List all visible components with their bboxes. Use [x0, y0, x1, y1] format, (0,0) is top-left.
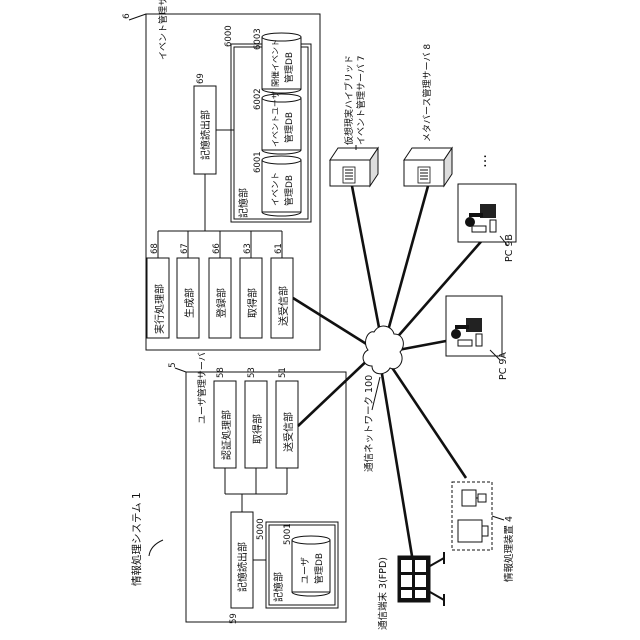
svg-text:実行処理部: 実行処理部	[153, 284, 166, 334]
fpd-terminal-label: 通信端末 3(FPD)	[377, 557, 389, 630]
svg-text:認証処理部: 認証処理部	[220, 410, 233, 460]
user-db-line1: ユーザ	[300, 557, 311, 584]
more-servers-ellipsis: …	[474, 154, 490, 168]
network-cloud-icon	[363, 326, 403, 374]
svg-text:登録部: 登録部	[215, 288, 228, 318]
user-storage-reader-ref: 59	[229, 613, 239, 624]
user-unit-acquisition: 取得部 53	[245, 367, 267, 468]
user-db-line2: 管理DB	[313, 553, 325, 584]
event-user-db-line1: イベントユーザ	[271, 91, 280, 147]
user-unit-authentication: 認証処理部 58	[214, 367, 236, 468]
link-hybrid-server	[352, 186, 381, 338]
user-storage-ref: 5000	[256, 518, 266, 540]
event-unit-registration-ref: 66	[212, 243, 222, 254]
user-server-title: ユーザ管理サーバ	[196, 352, 208, 424]
user-unit-authentication-ref: 58	[216, 367, 226, 378]
system-pointer	[149, 540, 163, 556]
user-db-ref: 5001	[283, 523, 293, 545]
info-processing-device-label: 情報処理装置 4	[503, 516, 515, 582]
metaverse-server-label: メタバース管理サーバ 8	[421, 44, 433, 142]
pc9b-label: PC 9B	[504, 234, 515, 262]
held-event-db-ref: 6003	[253, 28, 263, 50]
hybrid-vr-server-icon	[330, 148, 378, 186]
event-management-server: イベント管理サーバ 6 記憶部 6000 イベント 管理DB 6001 イベント…	[122, 0, 320, 350]
svg-text:取得部: 取得部	[251, 414, 264, 444]
event-storage-ref: 6000	[224, 25, 234, 47]
user-unit-acquisition-ref: 53	[247, 367, 257, 378]
event-server-title: イベント管理サーバ	[157, 0, 169, 60]
pc9a-label: PC 9A	[498, 352, 509, 380]
event-storage-reader-ref: 69	[196, 73, 206, 84]
user-server-ref: 5	[168, 362, 178, 368]
link-terminal3	[381, 368, 412, 556]
event-user-db-line2: 管理DB	[283, 112, 295, 143]
user-storage-reader-label: 記憶読出部	[236, 542, 249, 592]
event-db-line2: 管理DB	[283, 175, 295, 206]
network-label: 通信ネットワーク 100	[363, 375, 375, 472]
hybrid-vr-server-label-2: イベント管理サーバ 7	[355, 56, 367, 146]
hybrid-vr-server-label-1: 仮想現実ハイブリッド	[343, 55, 355, 145]
event-unit-transceiver-ref: 61	[274, 243, 284, 254]
event-unit-execution-ref: 68	[150, 243, 160, 254]
event-user-db-ref: 6002	[253, 88, 263, 110]
event-unit-acquisition-ref: 63	[243, 243, 253, 254]
event-db-ref: 6001	[253, 151, 263, 173]
held-event-db-line2: 管理DB	[283, 52, 295, 83]
event-db-line1: イベント	[271, 172, 281, 206]
user-storage-label: 記憶部	[272, 572, 285, 602]
user-management-server: ユーザ管理サーバ 5 認証処理部 58 取得部 53 送受信部 51 記憶読出部…	[168, 352, 346, 624]
event-storage-reader-label: 記憶読出部	[199, 110, 212, 160]
fpd-terminal-icon	[398, 552, 444, 606]
event-server-ref: 6	[122, 13, 132, 19]
svg-text:取得部: 取得部	[246, 288, 259, 318]
link-metaverse-server	[386, 186, 428, 338]
svg-text:送受信部: 送受信部	[282, 412, 295, 452]
system-label: 情報処理システム 1	[130, 492, 143, 586]
user-unit-transceiver-ref: 51	[278, 367, 288, 378]
pc9a-icon	[446, 296, 502, 356]
held-event-db-line1: 開催イベント	[270, 39, 280, 87]
event-unit-generation-ref: 67	[180, 243, 190, 254]
info-processing-device-icon	[452, 482, 492, 550]
user-unit-transceiver: 送受信部 51	[276, 367, 298, 468]
pc9b-icon	[458, 184, 516, 242]
svg-text:生成部: 生成部	[183, 288, 196, 318]
metaverse-server-icon	[404, 148, 452, 186]
event-storage-label: 記憶部	[237, 188, 250, 218]
link-device4	[391, 366, 466, 478]
svg-text:送受信部: 送受信部	[277, 286, 290, 326]
